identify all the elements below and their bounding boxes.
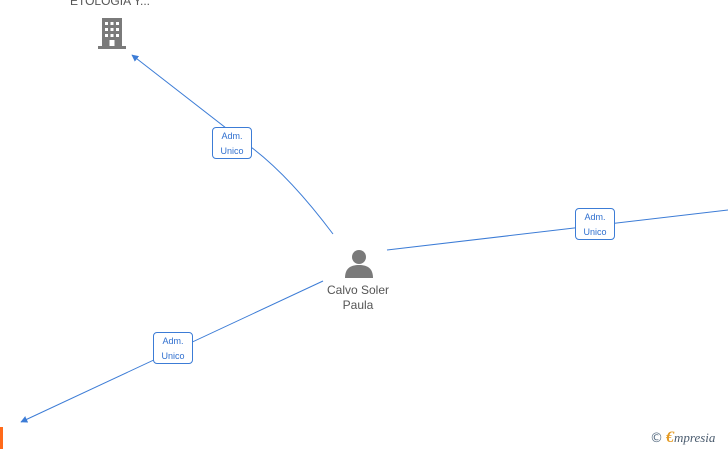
relation-type: Unico	[583, 227, 607, 237]
brand-name: mpresia	[674, 430, 716, 445]
relation-badge-right[interactable]: Adm. Unico	[575, 208, 615, 240]
copyright-icon: ©	[650, 431, 663, 446]
person-icon[interactable]	[343, 247, 375, 279]
relation-badge-bottom[interactable]: Adm. Unico	[153, 332, 193, 364]
relation-role: Adm.	[162, 336, 184, 346]
relation-type: Unico	[220, 146, 244, 156]
company-label-top[interactable]: ETOLOGIA Y...	[69, 0, 151, 8]
relation-role: Adm.	[584, 212, 606, 222]
relation-role: Adm.	[221, 131, 243, 141]
company-marker-bottom-left[interactable]	[0, 427, 3, 449]
person-name[interactable]: Calvo Soler Paula	[304, 283, 412, 313]
edge-to-right-company	[386, 209, 728, 251]
brand-watermark: ©€mpresia	[650, 429, 715, 447]
person-name-line1: Calvo Soler	[326, 283, 390, 297]
relation-type: Unico	[161, 351, 185, 361]
brand-initial: €	[666, 429, 674, 446]
relation-badge-top[interactable]: Adm. Unico	[212, 127, 252, 159]
person-name-line2: Paula	[342, 298, 374, 312]
building-icon[interactable]	[96, 16, 128, 50]
